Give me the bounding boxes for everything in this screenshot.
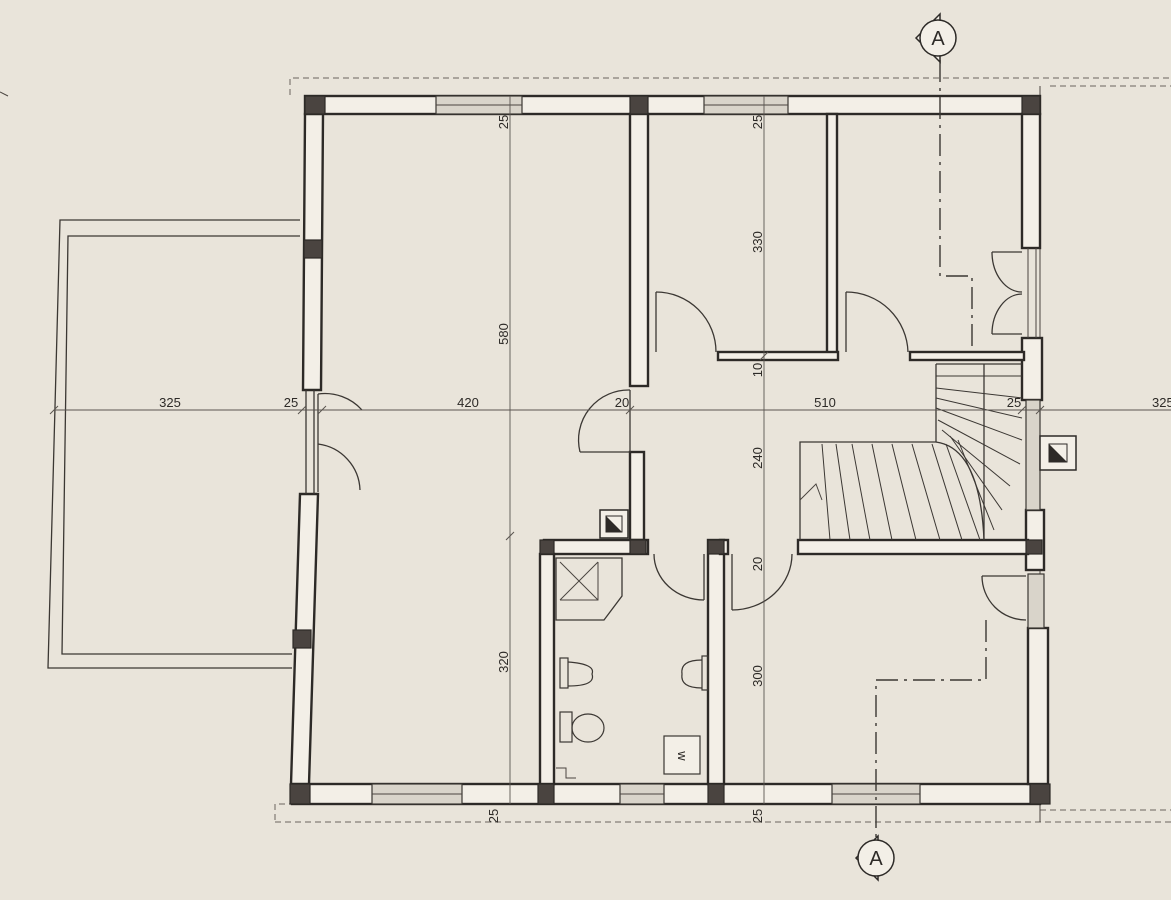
window-stair-east — [1025, 399, 1041, 511]
windows — [371, 95, 1045, 805]
stair-wall-south — [796, 538, 1030, 556]
dim-door-left: 20 — [615, 395, 629, 410]
dim-top-wall-b: 25 — [750, 115, 765, 129]
dim-top-wall-a: 25 — [496, 115, 511, 129]
section-marker-top: A — [914, 12, 957, 64]
bath-pipe — [556, 767, 576, 779]
flue-right — [1039, 435, 1077, 471]
door-east-double — [991, 248, 1037, 338]
washing-machine-label: w — [675, 750, 690, 761]
door-lower-room — [731, 553, 793, 611]
door-living-hall — [577, 389, 631, 453]
paper-mark — [0, 91, 9, 97]
east-wall-mid — [1020, 336, 1044, 402]
bidet-icon — [559, 657, 594, 689]
dim-lower-left-depth: 320 — [496, 651, 511, 673]
dim-lower-right-depth: 300 — [750, 665, 765, 687]
bedroom2-wall-south — [908, 350, 1026, 362]
section-marker-bottom-label: A — [869, 848, 883, 870]
dim-right-terrace: 325 — [1152, 395, 1171, 410]
dim-living-width: 420 — [457, 395, 479, 410]
sink-icon — [681, 655, 709, 691]
door-bathroom — [653, 553, 705, 601]
dim-bottom-wall-a: 25 — [486, 809, 501, 823]
flue-left — [599, 509, 629, 539]
partition-living-upper — [628, 112, 650, 388]
door-east-lower — [981, 575, 1027, 621]
staircase — [799, 363, 1023, 541]
doors — [305, 248, 1037, 621]
dim-terrace-width: 325 — [159, 395, 181, 410]
partition-living-lower — [628, 450, 646, 542]
door-bedroom-2 — [845, 291, 909, 353]
shower-tray — [555, 557, 623, 621]
door-terrace — [305, 390, 363, 494]
section-marker-top-label: A — [931, 28, 945, 50]
north-wall — [303, 94, 1042, 116]
columns — [289, 95, 1051, 805]
bedroom-wall-south — [716, 350, 840, 362]
dim-bath-partition: 20 — [750, 557, 765, 571]
washing-machine-icon: w — [663, 735, 701, 775]
terrace-left — [47, 219, 300, 669]
window-room-east — [1027, 573, 1045, 629]
bath-wall-east — [706, 538, 726, 786]
dim-partition: 10 — [750, 363, 765, 377]
dim-living-depth: 580 — [496, 323, 511, 345]
dim-room-depth: 330 — [750, 231, 765, 253]
dim-hall-depth: 240 — [750, 447, 765, 469]
bath-wall-west — [538, 552, 556, 786]
toilet-icon — [559, 711, 605, 743]
dim-east-wall: 25 — [1007, 395, 1021, 410]
section-marker-bottom: A — [854, 834, 895, 882]
dimension-labels: 325 25 420 20 510 25 325 25 580 320 25 2… — [159, 115, 1171, 823]
east-wall-lower — [1026, 626, 1050, 786]
dimension-lines — [49, 96, 1171, 804]
door-bedroom-1 — [655, 291, 717, 353]
partition-bedrooms — [825, 112, 839, 358]
dim-hall-width: 510 — [814, 395, 836, 410]
east-wall-upper — [1020, 112, 1042, 250]
dim-bottom-wall-b: 25 — [750, 809, 765, 823]
section-line — [875, 60, 987, 840]
dim-west-wall: 25 — [284, 395, 298, 410]
